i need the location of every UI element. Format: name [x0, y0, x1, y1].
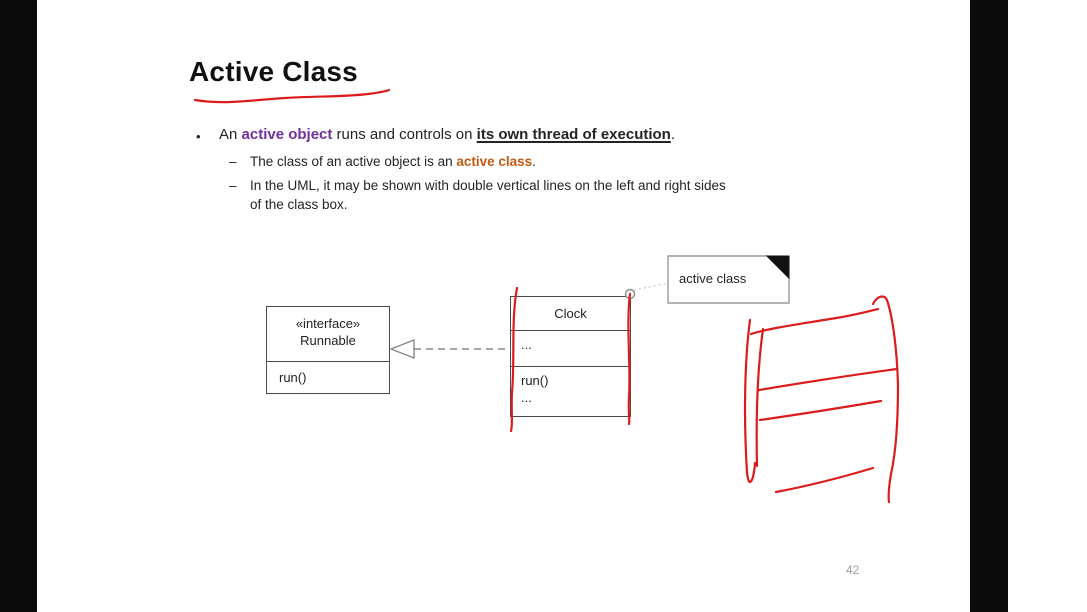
letterbox-left	[0, 0, 37, 612]
red-sketch-bottom-edge	[774, 466, 875, 494]
interface-name: Runnable	[300, 333, 356, 348]
interface-stereotype: «interface»	[295, 316, 361, 331]
dash-marker: –	[229, 178, 237, 193]
letterbox-right	[970, 0, 1008, 612]
highlight-active-object: active object	[241, 126, 333, 143]
red-sketch-top-edge	[749, 307, 880, 336]
text-run: .	[670, 126, 676, 143]
text-line-2: of the class box.	[250, 196, 348, 212]
page-number: 42	[846, 563, 860, 577]
text-run: The class of an active object is an	[250, 154, 457, 169]
bullet-text: An active object runs and controls on it…	[219, 126, 675, 146]
red-sketch-left-inner-line	[755, 327, 765, 468]
subbullet-text: In the UML, it may be shown with double …	[250, 177, 726, 214]
interface-header: «interface» Runnable	[267, 307, 389, 361]
class-operations: run() ...	[511, 366, 630, 416]
text-run: runs and controls on	[332, 126, 477, 143]
class-operation-ellipsis: ...	[521, 390, 532, 405]
subbullet-active-class: – The class of an active object is an ac…	[229, 153, 536, 172]
text-run: An	[219, 126, 242, 143]
class-attributes: ...	[511, 330, 630, 366]
class-operation: run()	[521, 373, 549, 388]
red-sketch-right-line	[871, 295, 900, 504]
text-run: .	[532, 154, 536, 169]
class-name: Clock	[554, 306, 587, 321]
bullet-active-object: • An active object runs and controls on …	[196, 126, 675, 146]
red-title-underline	[193, 88, 391, 104]
red-sketch-left-outer-line	[743, 318, 757, 484]
bullet-marker: •	[196, 129, 201, 144]
slide-title: Active Class	[189, 56, 358, 87]
dash-marker: –	[229, 154, 237, 169]
interface-operation: run()	[267, 361, 389, 394]
highlight-own-thread: its own thread of execution	[476, 126, 671, 143]
text-line-1: In the UML, it may be shown with double …	[250, 178, 726, 193]
red-sketch-divider-1	[757, 367, 899, 392]
subbullet-text: The class of an active object is an acti…	[250, 153, 536, 172]
note-anchor-line	[633, 282, 669, 291]
realization-triangle-arrowhead	[389, 338, 415, 360]
red-sketch-divider-2	[758, 399, 883, 422]
uml-class-box-clock: Clock ... run() ...	[510, 296, 631, 417]
note-fold-corner-icon	[765, 255, 790, 280]
note-label: active class	[679, 271, 747, 286]
uml-interface-box: «interface» Runnable run()	[266, 306, 390, 394]
highlight-active-class: active class	[456, 154, 533, 169]
subbullet-uml-notation: – In the UML, it may be shown with doubl…	[229, 177, 726, 214]
